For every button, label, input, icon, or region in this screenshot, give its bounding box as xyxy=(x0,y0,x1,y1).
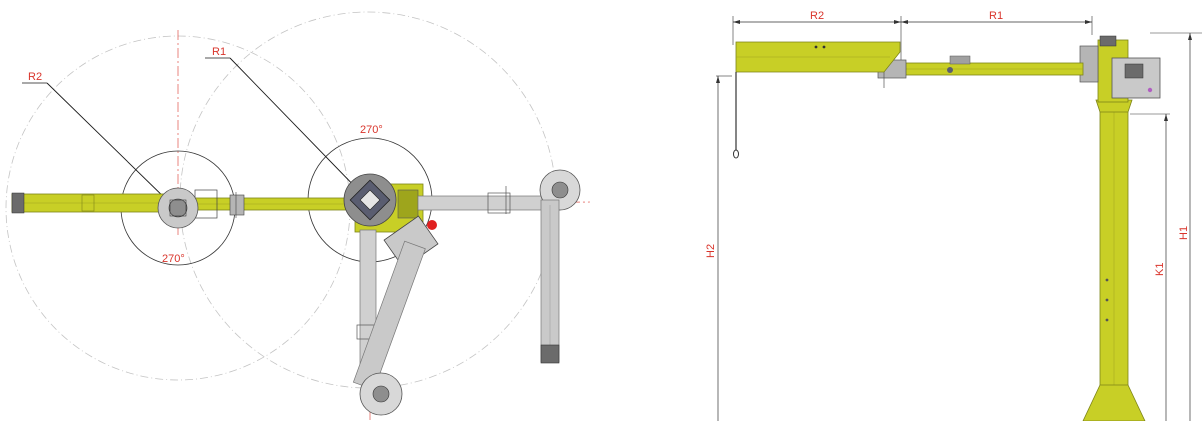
label-k1: K1 xyxy=(1154,263,1166,276)
label-h2: H2 xyxy=(705,244,717,258)
column-base xyxy=(1082,384,1146,422)
emergency-stop xyxy=(427,220,437,230)
label-r1-side: R1 xyxy=(989,10,1003,22)
side-view: R2 R1 H2 H1 K1 xyxy=(705,10,1202,422)
grey-arm-right xyxy=(417,195,561,211)
hook-icon xyxy=(733,149,739,159)
label-r1-top: R1 xyxy=(212,46,226,58)
label-r2-side: R2 xyxy=(810,10,824,22)
label-angle-main: 270° xyxy=(360,124,383,136)
label-h1: H1 xyxy=(1178,226,1190,240)
label-angle-arm: 270° xyxy=(162,253,185,265)
top-view: R2 R1 270° 270° xyxy=(5,11,591,421)
label-r2-top: R2 xyxy=(28,71,42,83)
